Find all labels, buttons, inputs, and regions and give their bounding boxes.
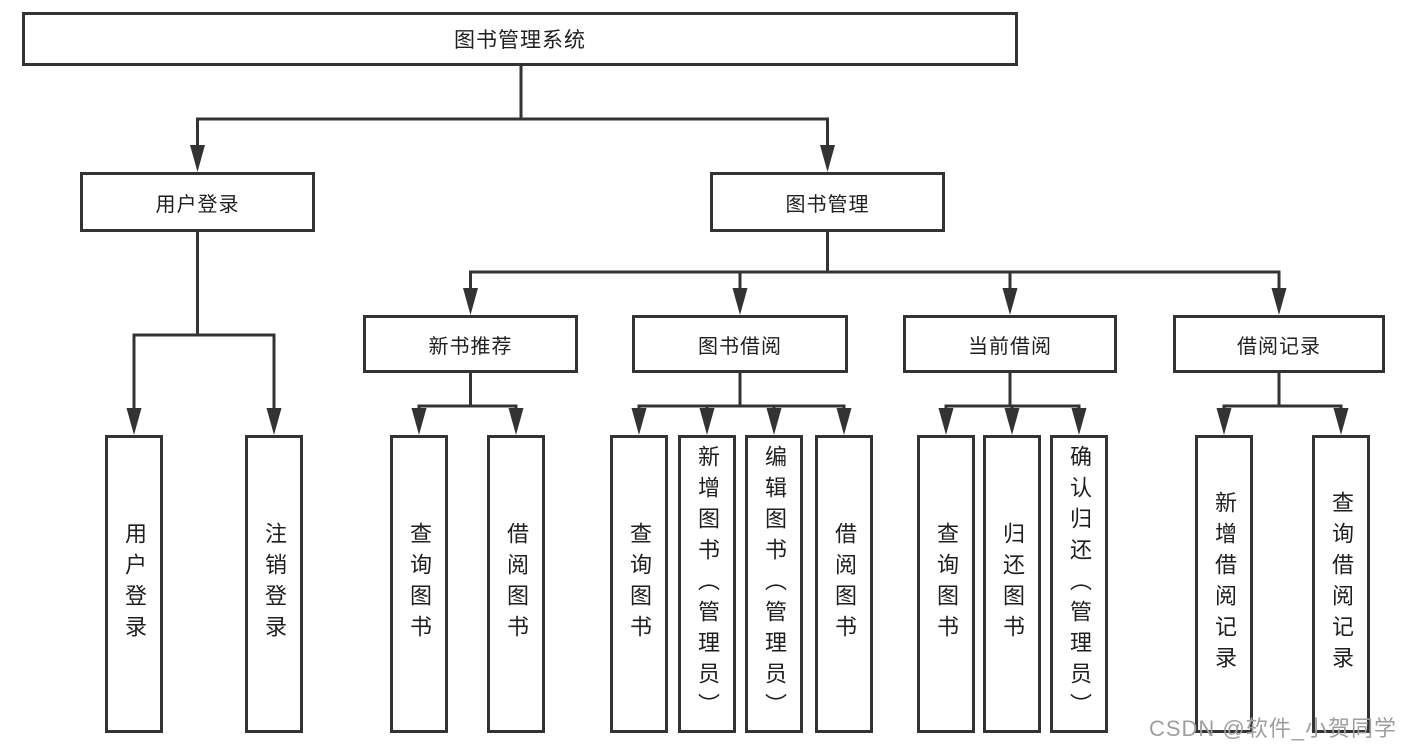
leaf-query-books-current: 查询图书 [917, 435, 975, 733]
leaf-label: 借阅图书 [832, 522, 857, 646]
leaf-label: 新增借阅记录 [1212, 491, 1237, 677]
leaf-return-books: 归还图书 [983, 435, 1041, 733]
node-root: 图书管理系统 [22, 12, 1018, 66]
leaf-query-books: 查询图书 [610, 435, 668, 733]
leaf-label: 归还图书 [1000, 522, 1025, 646]
leaf-label: 确认归还（管理员） [1067, 444, 1092, 724]
leaf-label: 用户登录 [122, 522, 147, 646]
node-new-book-recommend: 新书推荐 [363, 315, 578, 373]
leaf-query-borrow-record: 查询借阅记录 [1312, 435, 1370, 733]
leaf-label: 查询图书 [934, 522, 959, 646]
leaf-borrow-books: 借阅图书 [815, 435, 873, 733]
leaf-borrow-books-recommend: 借阅图书 [487, 435, 545, 733]
leaf-label: 编辑图书（管理员） [762, 444, 787, 724]
node-borrow-records: 借阅记录 [1173, 315, 1385, 373]
leaf-logout: 注销登录 [245, 435, 303, 733]
leaf-add-borrow-record: 新增借阅记录 [1195, 435, 1253, 733]
leaf-label: 注销登录 [262, 522, 287, 646]
leaf-label: 借阅图书 [504, 522, 529, 646]
node-book-management: 图书管理 [710, 172, 945, 232]
leaf-label: 查询图书 [407, 522, 432, 646]
node-user-login: 用户登录 [80, 172, 315, 232]
leaf-edit-books-admin: 编辑图书（管理员） [745, 435, 803, 733]
node-current-borrow: 当前借阅 [903, 315, 1117, 373]
leaf-label: 查询图书 [627, 522, 652, 646]
leaf-add-books-admin: 新增图书（管理员） [678, 435, 736, 733]
leaf-confirm-return-admin: 确认归还（管理员） [1050, 435, 1108, 733]
node-book-borrow: 图书借阅 [632, 315, 848, 373]
leaf-label: 查询借阅记录 [1329, 491, 1354, 677]
watermark-text: CSDN @软件_小贺同学 [1148, 716, 1397, 741]
leaf-user-login: 用户登录 [105, 435, 163, 733]
leaf-label: 新增图书（管理员） [695, 444, 720, 724]
leaf-query-books-recommend: 查询图书 [390, 435, 448, 733]
